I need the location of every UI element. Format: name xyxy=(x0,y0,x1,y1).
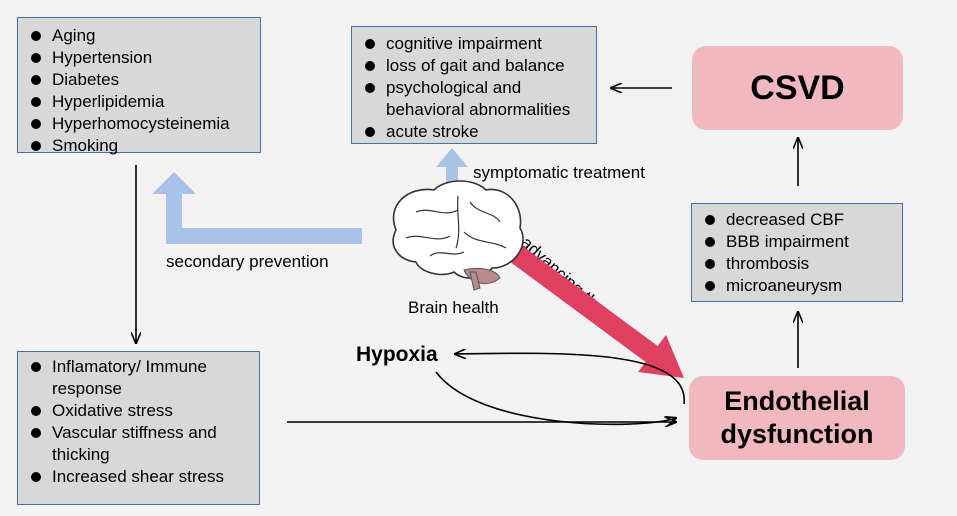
mechanism-item: Inflamatory/ Immune response xyxy=(22,356,255,400)
endothelial-dysfunction-box: Endothelial dysfunction xyxy=(689,376,905,460)
symptom-item: cognitive impairment xyxy=(356,33,592,55)
hypoxia-label: Hypoxia xyxy=(356,343,438,366)
risk-factor-item: Hyperhomocysteinemia xyxy=(22,113,256,135)
mechanisms-box: Inflamatory/ Immune response Oxidative s… xyxy=(17,351,260,505)
vascular-change-item: microaneurysm xyxy=(696,275,898,297)
csvd-box: CSVD xyxy=(692,46,903,130)
vascular-change-item: BBB impairment xyxy=(696,231,898,253)
mechanism-item: Vascular stiffness and thicking xyxy=(22,422,255,466)
risk-factor-item: Hypertension xyxy=(22,47,256,69)
endothelial-dysfunction-label: Endothelial dysfunction xyxy=(720,386,874,449)
mechanism-item: Increased shear stress xyxy=(22,466,255,488)
csvd-label: CSVD xyxy=(750,68,845,107)
risk-factor-item: Smoking xyxy=(22,135,256,157)
symptom-item: psychological and behavioral abnormaliti… xyxy=(356,77,592,121)
symptom-item: loss of gait and balance xyxy=(356,55,592,77)
endothelial-hypoxia-cycle-arrow xyxy=(455,353,685,405)
brain-health-label: Brain health xyxy=(408,298,499,317)
risk-factor-item: Diabetes xyxy=(22,69,256,91)
advancing-therapy-arrow xyxy=(505,241,684,378)
vascular-change-item: thrombosis xyxy=(696,253,898,275)
brain-icon xyxy=(392,180,524,291)
vascular-change-item: decreased CBF xyxy=(696,209,898,231)
symptom-item: acute stroke xyxy=(356,121,592,143)
risk-factors-box: Aging Hypertension Diabetes Hyperlipidem… xyxy=(17,17,261,155)
secondary-prevention-arrow xyxy=(152,172,362,244)
risk-factor-item: Hyperlipidemia xyxy=(22,91,256,113)
symptomatic-treatment-label: symptomatic treatment xyxy=(473,163,645,182)
secondary-prevention-label: secondary prevention xyxy=(166,252,329,271)
symptomatic-treatment-arrow xyxy=(436,148,468,192)
symptoms-box: cognitive impairment loss of gait and ba… xyxy=(351,26,597,144)
mechanism-item: Oxidative stress xyxy=(22,400,255,422)
hypoxia-endothelial-cycle-arrow xyxy=(435,371,676,424)
risk-factor-item: Aging xyxy=(22,25,256,47)
vascular-changes-box: decreased CBF BBB impairment thrombosis … xyxy=(691,203,903,302)
